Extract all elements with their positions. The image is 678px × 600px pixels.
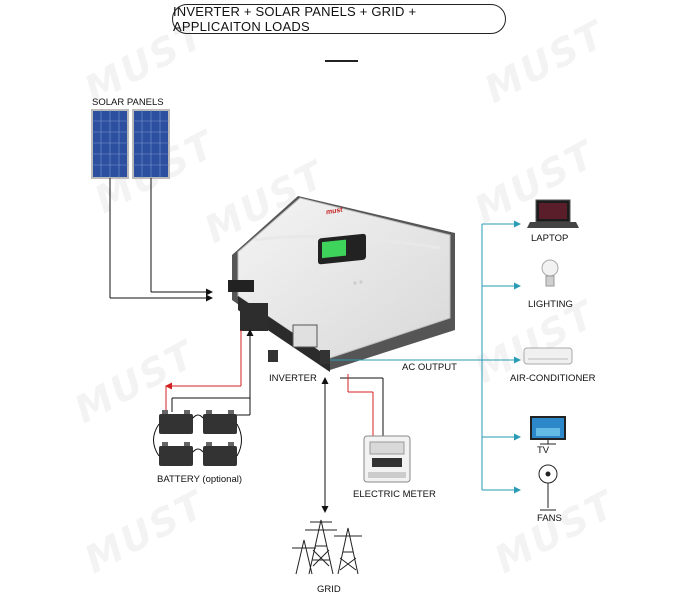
battery-label: BATTERY (optional)	[157, 474, 243, 485]
solar-panel	[91, 109, 129, 179]
air-conditioner-icon	[523, 347, 573, 365]
ac-output-wiring	[330, 220, 521, 494]
battery-wiring	[165, 329, 254, 416]
solar-panel	[132, 109, 170, 179]
meter-wiring	[340, 374, 384, 438]
solar-dc-wiring	[109, 178, 213, 302]
electric-meter-label: ELECTRIC METER	[353, 489, 436, 500]
battery-icon	[159, 442, 193, 466]
load-label-tv: TV	[537, 445, 550, 456]
title-underline	[325, 60, 358, 62]
power-tower-icon	[292, 519, 362, 575]
load-label-lighting: LIGHTING	[528, 299, 573, 310]
diagram-title: INVERTER + SOLAR PANELS + GRID + APPLICA…	[172, 4, 506, 34]
light-bulb-icon	[541, 259, 559, 287]
fan-icon	[538, 464, 558, 511]
battery-bank	[153, 410, 242, 466]
inverter-unit	[228, 196, 455, 372]
laptop-icon	[527, 199, 579, 228]
ac-output-label: AC OUTPUT	[402, 362, 457, 373]
load-label-fans: FANS	[537, 513, 562, 524]
battery-icon	[203, 410, 237, 434]
load-label-laptop: LAPTOP	[531, 233, 569, 244]
inverter-label: INVERTER	[269, 373, 317, 384]
grid-label: GRID	[317, 584, 341, 595]
tv-icon	[530, 416, 566, 445]
solar-panels-label: SOLAR PANELS	[92, 97, 164, 108]
electric-meter-icon	[363, 435, 411, 483]
battery-icon	[203, 442, 237, 466]
battery-icon	[159, 410, 193, 434]
load-label-air-conditioner: AIR-CONDITIONER	[510, 373, 596, 384]
